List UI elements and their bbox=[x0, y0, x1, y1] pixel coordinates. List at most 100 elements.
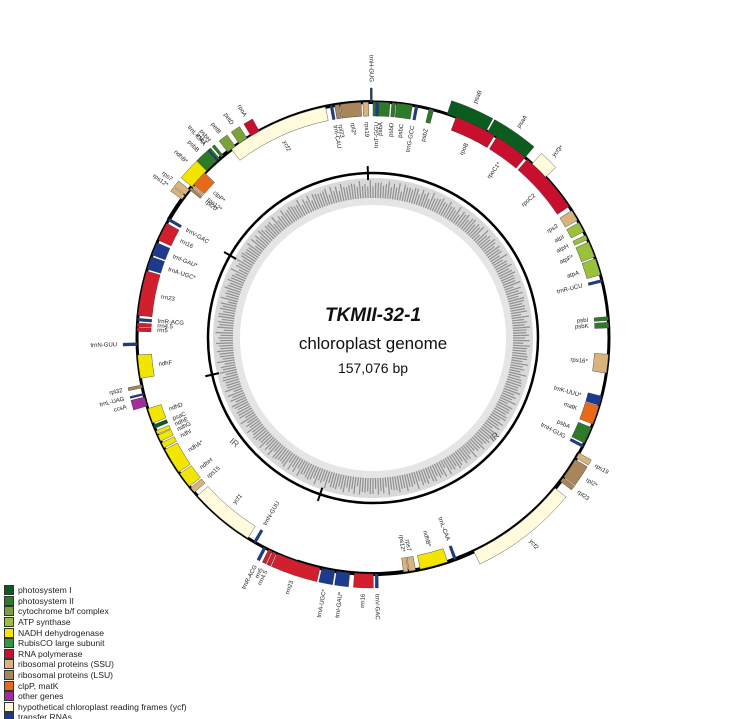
gc-bar bbox=[255, 239, 267, 249]
gc-bar bbox=[265, 436, 275, 446]
gc-bar bbox=[222, 376, 239, 382]
gc-bar bbox=[505, 383, 519, 389]
gene-block bbox=[489, 136, 526, 169]
gc-bar bbox=[304, 463, 313, 478]
gene-label: ycf3* bbox=[551, 144, 565, 158]
gc-bar bbox=[511, 356, 528, 361]
gene-block bbox=[208, 147, 220, 161]
region-boundary-tick bbox=[205, 372, 220, 378]
gc-content-ring bbox=[213, 178, 533, 498]
region-boundary-tick bbox=[316, 487, 324, 502]
gene-label: rps2 bbox=[546, 223, 560, 235]
gc-bar bbox=[420, 193, 426, 207]
gene-label: ndhI bbox=[180, 429, 193, 440]
gene-block bbox=[262, 549, 273, 565]
gc-bar bbox=[450, 206, 462, 223]
gc-bar bbox=[271, 216, 284, 232]
gene-block bbox=[448, 545, 457, 560]
gc-bar bbox=[272, 444, 284, 459]
gc-bar bbox=[219, 323, 234, 327]
gene-block bbox=[196, 150, 218, 172]
gc-bar bbox=[339, 183, 345, 202]
legend-label: clpP, matK bbox=[18, 680, 59, 691]
gene-block bbox=[450, 116, 495, 148]
gc-bar bbox=[288, 453, 296, 463]
gc-bar bbox=[348, 184, 352, 200]
gc-bar bbox=[510, 310, 528, 315]
legend-swatch bbox=[4, 606, 14, 617]
gc-bar bbox=[301, 204, 308, 215]
gc-bar bbox=[488, 250, 502, 261]
gc-bar bbox=[250, 238, 265, 251]
gc-bar bbox=[246, 421, 262, 434]
gc-bar bbox=[433, 199, 442, 213]
gene-block bbox=[191, 185, 205, 196]
gc-bar bbox=[484, 421, 493, 429]
gene-block bbox=[318, 568, 336, 585]
gene-label: trnI-GAU* bbox=[172, 254, 199, 270]
gc-bar bbox=[342, 475, 347, 493]
legend-item: ribosomal proteins (SSU) bbox=[4, 659, 244, 670]
gc-bar bbox=[222, 366, 237, 371]
gc-bar bbox=[311, 200, 317, 211]
gc-bar bbox=[422, 192, 430, 208]
legend-swatch bbox=[4, 712, 14, 719]
gc-bar bbox=[277, 215, 288, 229]
gc-bar bbox=[462, 218, 474, 232]
gc-bar bbox=[442, 201, 453, 218]
genome-size: 157,076 bp bbox=[337, 360, 409, 376]
gene-block bbox=[329, 105, 336, 120]
gc-bar bbox=[424, 467, 431, 479]
gc-bar bbox=[317, 468, 324, 481]
gc-bar bbox=[429, 198, 436, 211]
gene-label: rpl2* bbox=[584, 477, 598, 489]
gc-bar bbox=[408, 189, 414, 203]
gene-block bbox=[243, 118, 260, 137]
gene-label: ndhB* bbox=[421, 530, 431, 548]
gc-bar bbox=[218, 315, 235, 320]
gc-bar bbox=[277, 447, 288, 461]
gc-bar bbox=[220, 347, 234, 350]
gene-label: trnK-UUU* bbox=[553, 386, 583, 399]
gc-bar bbox=[218, 344, 234, 347]
gc-bar bbox=[431, 198, 439, 212]
gc-bar bbox=[387, 477, 391, 496]
gc-bar bbox=[334, 186, 340, 203]
gc-bar bbox=[484, 245, 495, 255]
legend-item: photosystem I bbox=[4, 585, 244, 596]
gc-bar bbox=[500, 274, 514, 282]
gene-label: rps16* bbox=[570, 357, 589, 365]
gc-bar bbox=[512, 352, 527, 355]
legend-item: RubisCO large subunit bbox=[4, 638, 244, 649]
gc-bar bbox=[440, 460, 446, 469]
gc-bar bbox=[268, 439, 278, 450]
gc-bar bbox=[264, 225, 277, 238]
gc-bar bbox=[485, 419, 500, 431]
gc-bar bbox=[224, 286, 241, 293]
gene-block bbox=[575, 241, 595, 262]
gene-block bbox=[569, 438, 584, 448]
gc-bar bbox=[300, 461, 308, 475]
gc-bar bbox=[306, 195, 315, 212]
gc-bar bbox=[290, 206, 300, 220]
gene-label: trnA-UGC* bbox=[317, 588, 328, 618]
gc-bar bbox=[274, 446, 286, 460]
gc-bar bbox=[429, 465, 438, 482]
gc-bar bbox=[495, 263, 508, 271]
gc-bar bbox=[219, 307, 236, 312]
gc-bar bbox=[504, 286, 514, 291]
gene-block bbox=[193, 172, 215, 194]
gc-bar bbox=[227, 284, 242, 291]
gene-block bbox=[271, 553, 321, 582]
gc-bar bbox=[444, 206, 453, 219]
gc-bar bbox=[438, 201, 446, 215]
gc-bar bbox=[240, 255, 255, 265]
gene-block bbox=[390, 102, 396, 118]
gc-bar bbox=[292, 457, 302, 472]
gc-bar bbox=[246, 417, 259, 428]
gene-block bbox=[594, 322, 609, 329]
gc-bar bbox=[227, 278, 244, 287]
gc-bar bbox=[253, 427, 267, 439]
gc-bar bbox=[503, 280, 521, 289]
